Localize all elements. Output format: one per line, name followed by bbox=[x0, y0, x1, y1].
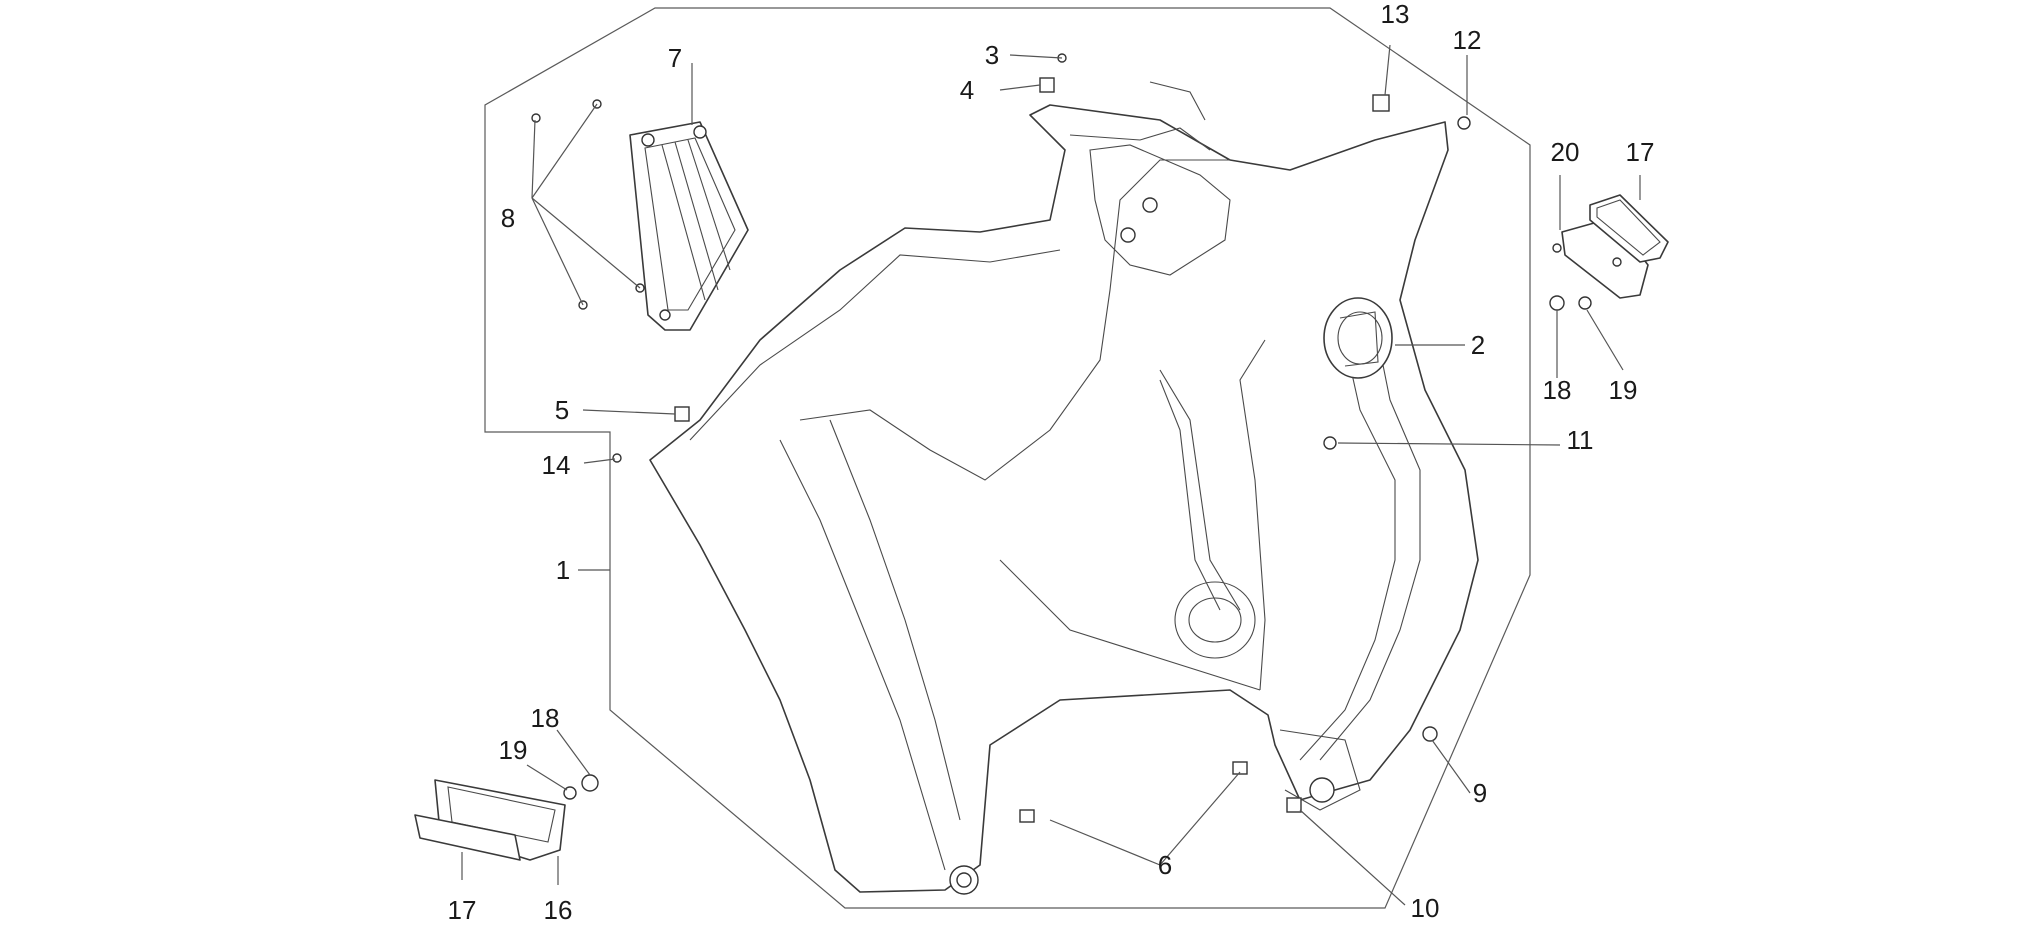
part-19-nut-right bbox=[1578, 296, 1592, 310]
callout-1: 1 bbox=[556, 555, 570, 585]
part-5-clip bbox=[674, 406, 690, 422]
part-18-grommet-left bbox=[581, 774, 599, 792]
callout-5: 5 bbox=[555, 395, 569, 425]
callout-19-right: 19 bbox=[1609, 375, 1638, 405]
part-18-grommet-right bbox=[1549, 295, 1565, 311]
callout-18-right: 18 bbox=[1543, 375, 1572, 405]
callout-16: 16 bbox=[544, 895, 573, 925]
part-2-socket bbox=[1323, 297, 1393, 379]
callout-2: 2 bbox=[1471, 330, 1485, 360]
part-11-screw bbox=[1323, 436, 1337, 450]
part-4-clip bbox=[1039, 77, 1055, 93]
callout-4: 4 bbox=[960, 75, 974, 105]
callout-10: 10 bbox=[1411, 893, 1440, 923]
callout-8: 8 bbox=[501, 203, 515, 233]
part-7-grille bbox=[629, 121, 749, 331]
callout-17-right: 17 bbox=[1626, 137, 1655, 167]
leader-lines bbox=[461, 44, 1641, 906]
assembly-frame bbox=[484, 7, 1531, 909]
part-9-screw bbox=[1422, 726, 1438, 742]
callout-9: 9 bbox=[1473, 778, 1487, 808]
callout-19-left: 19 bbox=[499, 735, 528, 765]
callout-17-left: 17 bbox=[448, 895, 477, 925]
part-10-clip bbox=[1286, 797, 1302, 813]
part-13-clip bbox=[1372, 94, 1390, 112]
callout-11: 11 bbox=[1567, 425, 1594, 455]
part-17-reflector-right bbox=[1589, 194, 1669, 263]
callout-3: 3 bbox=[985, 40, 999, 70]
callout-14: 14 bbox=[542, 450, 571, 480]
part-6-clips bbox=[1019, 761, 1248, 823]
callout-12: 12 bbox=[1453, 25, 1482, 55]
callout-labels: 1 2 3 4 5 6 7 8 9 10 11 12 13 14 16 17 1… bbox=[448, 0, 1655, 925]
part-1-leg-shield bbox=[649, 81, 1479, 895]
part-14-screw bbox=[612, 453, 622, 463]
callout-20: 20 bbox=[1551, 137, 1580, 167]
callout-13: 13 bbox=[1381, 0, 1410, 29]
part-12-screw bbox=[1457, 116, 1471, 130]
callout-18-left: 18 bbox=[531, 703, 560, 733]
callout-7: 7 bbox=[668, 43, 682, 73]
callout-6: 6 bbox=[1158, 850, 1172, 880]
part-17-reflector-left bbox=[414, 814, 521, 861]
